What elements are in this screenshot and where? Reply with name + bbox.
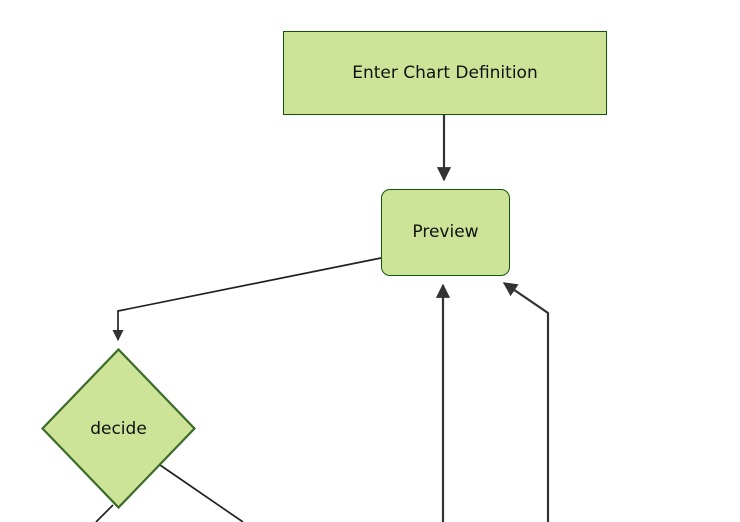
edge-decide-branch-right [159,464,244,522]
node-label: Preview [412,222,479,243]
node-preview[interactable]: Preview [381,189,510,276]
node-enter-chart-definition[interactable]: Enter Chart Definition [283,31,607,115]
node-label: Enter Chart Definition [352,62,538,83]
node-decide[interactable]: decide [41,348,196,509]
diamond-shape [41,348,196,509]
edge-return-right-to-preview [502,282,550,522]
edge-preview-to-decide [112,257,382,342]
edge-decide-branch-left [95,504,114,522]
